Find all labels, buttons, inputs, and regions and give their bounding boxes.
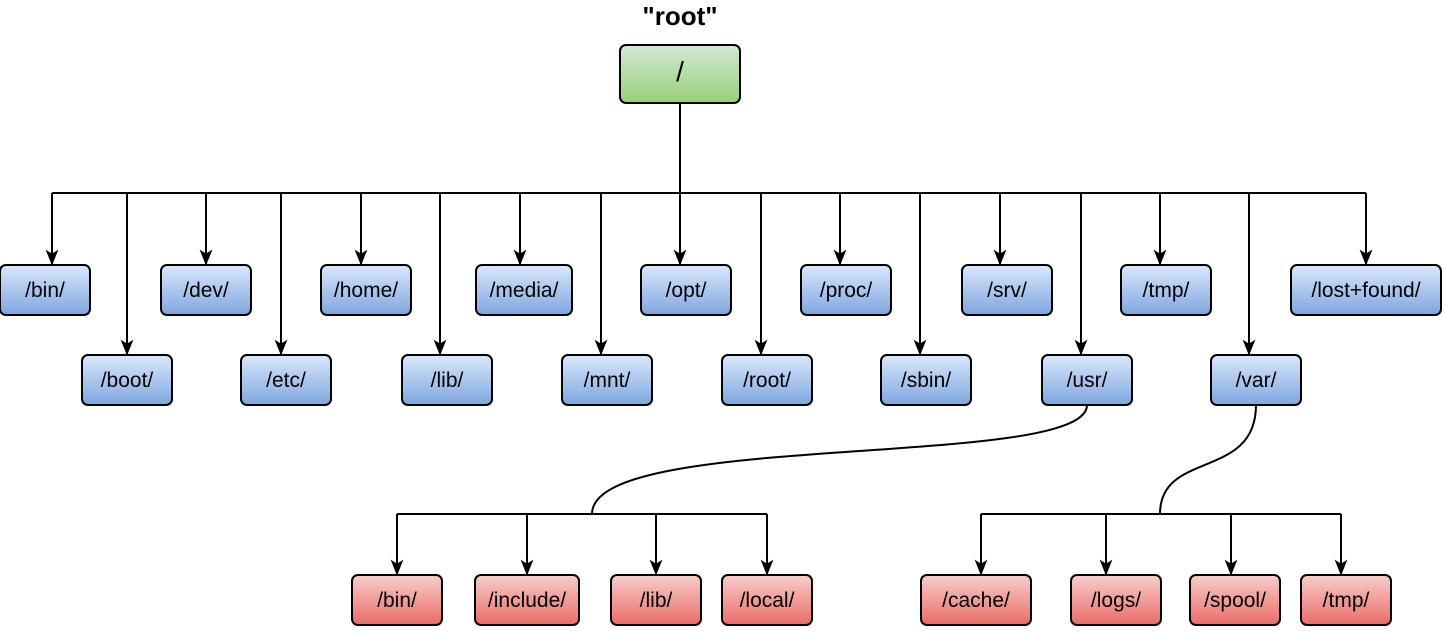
root-node-box xyxy=(619,44,741,104)
dir-node-lost-found-box xyxy=(1290,264,1442,316)
usr-child-lib-label: /lib/ xyxy=(640,589,673,612)
dir-node-mnt-label: /mnt/ xyxy=(584,369,631,392)
dir-node-media-box xyxy=(475,264,573,316)
dir-node-media: /media/ xyxy=(475,264,573,316)
var-child-cache-label: /cache/ xyxy=(942,589,1010,612)
dir-node-opt-box xyxy=(640,264,732,316)
dir-node-dev-label: /dev/ xyxy=(183,279,229,302)
dir-node-lost-found-label: /lost+found/ xyxy=(1311,279,1420,302)
dir-node-opt: /opt/ xyxy=(640,264,732,316)
dir-node-etc-label: /etc/ xyxy=(266,369,306,392)
dir-node-lib-label: /lib/ xyxy=(431,369,464,392)
dir-node-mnt-box xyxy=(561,354,653,406)
var-child-tmp-box xyxy=(1300,574,1392,626)
var-child-cache-box xyxy=(920,574,1032,626)
dir-node-sbin: /sbin/ xyxy=(880,354,972,406)
dir-node-usr: /usr/ xyxy=(1041,354,1133,406)
usr-child-bin: /bin/ xyxy=(351,574,443,626)
usr-child-local: /local/ xyxy=(721,574,813,626)
dir-node-srv-label: /srv/ xyxy=(987,279,1027,302)
dir-node-srv: /srv/ xyxy=(961,264,1053,316)
dir-node-var-box xyxy=(1210,354,1302,406)
dir-node-home-box xyxy=(320,264,412,316)
dir-node-home: /home/ xyxy=(320,264,412,316)
dir-node-boot-label: /boot/ xyxy=(101,369,154,392)
var-child-cache: /cache/ xyxy=(920,574,1032,626)
dir-node-boot: /boot/ xyxy=(81,354,173,406)
usr-child-include: /include/ xyxy=(474,574,580,626)
dir-node-home-label: /home/ xyxy=(334,279,398,302)
tree-nodes: / /bin/ /boot/ /dev/ /etc/ /home/ /lib/ /media/… xyxy=(0,44,1442,626)
dir-node-var-label: /var/ xyxy=(1236,369,1277,392)
var-child-spool-label: /spool/ xyxy=(1204,589,1266,612)
dir-node-dev: /dev/ xyxy=(160,264,252,316)
dir-node-tmp: /tmp/ xyxy=(1120,264,1212,316)
dir-node-bin-box xyxy=(0,264,91,316)
var-child-tmp: /tmp/ xyxy=(1300,574,1392,626)
dir-node-lost-found: /lost+found/ xyxy=(1290,264,1442,316)
var-child-spool: /spool/ xyxy=(1189,574,1281,626)
usr-branch-edge xyxy=(591,404,1088,515)
var-branch-edge xyxy=(1159,404,1257,515)
dir-node-root-box xyxy=(721,354,813,406)
dir-node-tmp-label: /tmp/ xyxy=(1143,279,1190,302)
dir-node-usr-box xyxy=(1041,354,1133,406)
var-child-spool-box xyxy=(1189,574,1281,626)
var-child-logs: /logs/ xyxy=(1070,574,1162,626)
dir-node-dev-box xyxy=(160,264,252,316)
dir-node-root: /root/ xyxy=(721,354,813,406)
dir-node-proc-label: /proc/ xyxy=(820,279,873,302)
usr-child-include-label: /include/ xyxy=(488,589,566,612)
dir-node-srv-box xyxy=(961,264,1053,316)
dir-node-boot-box xyxy=(81,354,173,406)
dir-node-sbin-label: /sbin/ xyxy=(901,369,951,392)
dir-node-mnt: /mnt/ xyxy=(561,354,653,406)
usr-child-lib-box xyxy=(610,574,702,626)
dir-node-etc: /etc/ xyxy=(240,354,332,406)
var-child-tmp-label: /tmp/ xyxy=(1323,589,1370,612)
usr-child-include-box xyxy=(474,574,580,626)
usr-child-lib: /lib/ xyxy=(610,574,702,626)
root-node-label: / xyxy=(676,56,684,87)
var-child-logs-label: /logs/ xyxy=(1091,589,1141,612)
root-node: / xyxy=(619,44,741,104)
usr-child-local-label: /local/ xyxy=(740,589,795,612)
dir-node-media-label: /media/ xyxy=(490,279,559,302)
dir-node-bin-label: /bin/ xyxy=(25,279,65,302)
usr-child-bin-box xyxy=(351,574,443,626)
dir-node-lib-box xyxy=(401,354,493,406)
dir-node-opt-label: /opt/ xyxy=(666,279,707,302)
var-child-logs-box xyxy=(1070,574,1162,626)
tree-edges xyxy=(45,104,1373,576)
diagram-title: "root" xyxy=(642,1,717,31)
dir-node-sbin-box xyxy=(880,354,972,406)
dir-node-bin: /bin/ xyxy=(0,264,91,316)
dir-node-var: /var/ xyxy=(1210,354,1302,406)
dir-node-tmp-box xyxy=(1120,264,1212,316)
dir-node-lib: /lib/ xyxy=(401,354,493,406)
usr-child-local-box xyxy=(721,574,813,626)
dir-node-usr-label: /usr/ xyxy=(1067,369,1108,392)
usr-child-bin-label: /bin/ xyxy=(377,589,417,612)
dir-node-root-label: /root/ xyxy=(743,369,791,392)
dir-node-proc: /proc/ xyxy=(800,264,892,316)
dir-node-proc-box xyxy=(800,264,892,316)
dir-node-etc-box xyxy=(240,354,332,406)
